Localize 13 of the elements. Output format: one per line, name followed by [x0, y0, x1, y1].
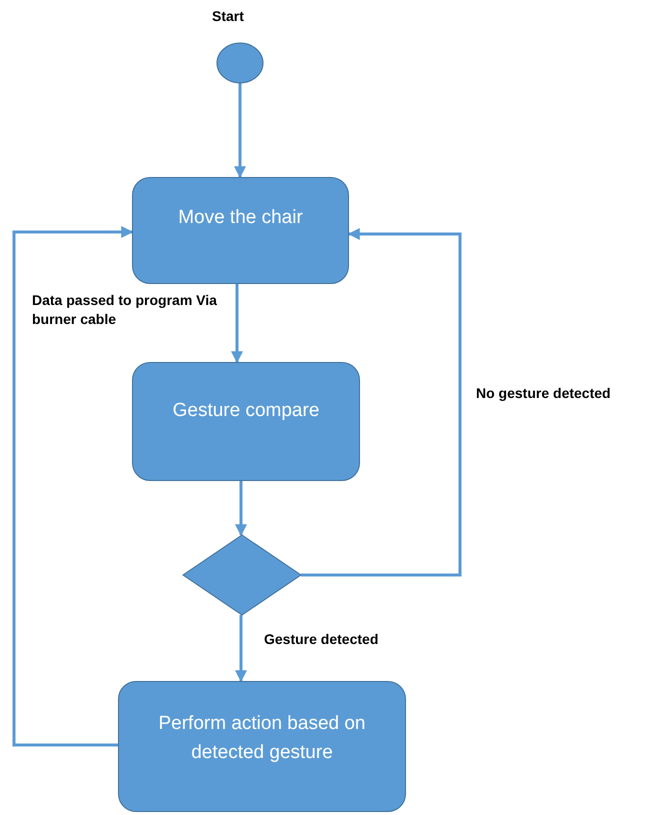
process-box: [132, 362, 360, 481]
arrow: [231, 284, 243, 364]
arrow: [235, 615, 247, 682]
start-label: Start: [212, 8, 244, 24]
arrow: [235, 481, 247, 536]
arrow: [12, 226, 134, 746]
process-text: Perform action based on detected gesture: [157, 712, 366, 764]
process-text: Gesture compare: [172, 399, 320, 424]
arrow: [234, 83, 246, 178]
arrow: [301, 228, 462, 576]
process-box: [118, 681, 406, 812]
process-text: Move the chair: [178, 206, 303, 230]
process-box: [132, 177, 349, 284]
